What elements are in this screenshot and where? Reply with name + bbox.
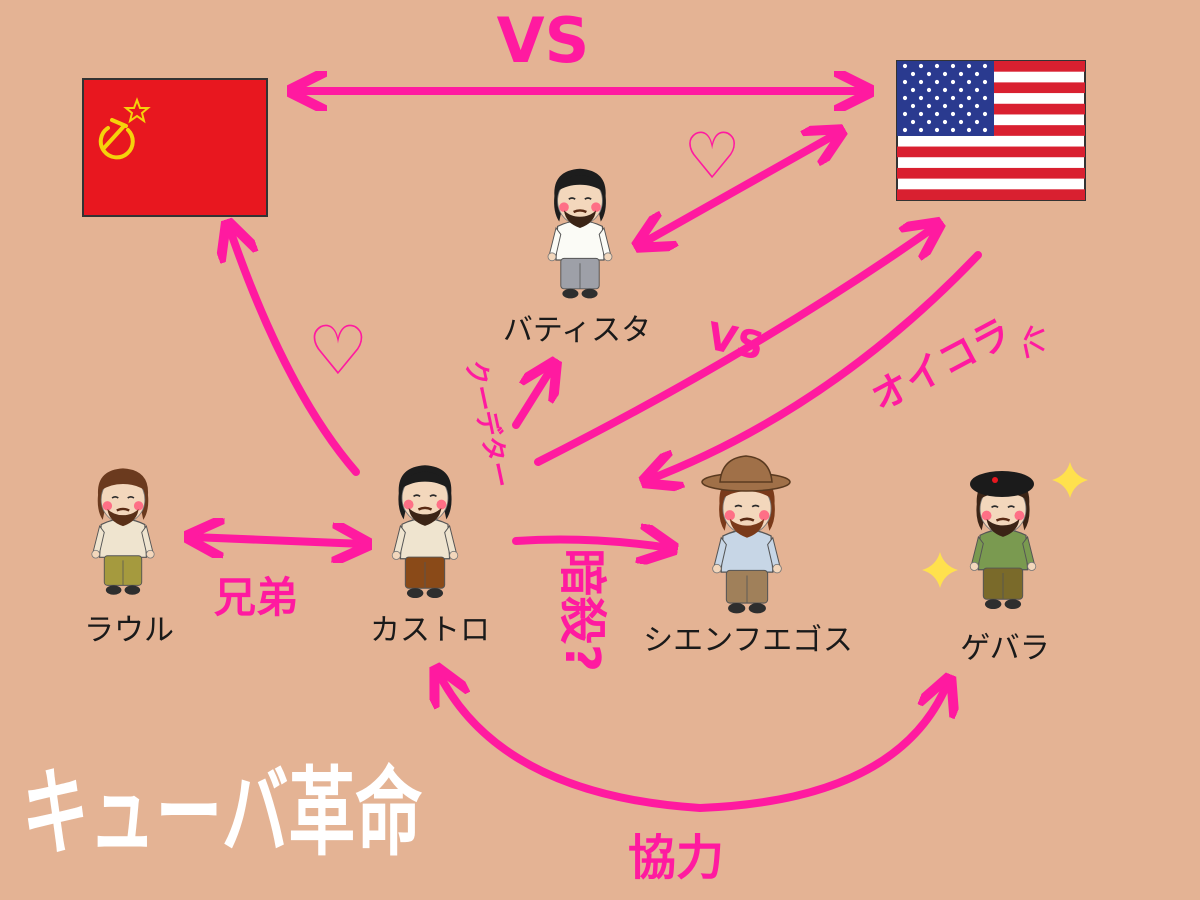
label-castro-batista: クーデター: [459, 357, 516, 491]
cienfuegos-figure-icon: [701, 455, 791, 615]
sparkle-icon: [922, 462, 1088, 588]
batista-figure-icon: [546, 167, 614, 300]
arrow-batista-usa: [641, 133, 838, 244]
arrow-castro-guevara: [438, 672, 948, 813]
label-guevara: ゲバラ: [960, 631, 1049, 666]
label-castro-usa: VS: [703, 314, 768, 369]
label-batista: バティスタ: [503, 313, 651, 348]
arrow-castro-usa: [534, 226, 936, 466]
label-cienfuegos: シエンフエゴス: [643, 623, 853, 658]
label-raul: ラウル: [84, 613, 174, 648]
diagram-title: キューバ革命: [22, 757, 422, 869]
label-batista-usa: ♡: [683, 120, 740, 194]
castro-figure-icon: [390, 463, 460, 600]
label-castro-ussr: ♡: [308, 312, 369, 391]
soviet-flag-icon: [82, 78, 268, 217]
arrow-castro-ussr: [229, 227, 360, 476]
label-usa-cienfuegos: オイコラ: [864, 310, 1019, 420]
label-castro: カストロ: [370, 613, 490, 648]
label-castro-cienfuegos: 暗殺?: [554, 548, 610, 672]
label-castro-guevara: 協力: [628, 830, 724, 886]
arrow-usa-cienfuegos: [648, 251, 982, 480]
arrow-castro-cienfuegos: [512, 540, 670, 548]
sparkle-mark-icon: [1023, 325, 1045, 359]
raul-figure-icon: [90, 467, 156, 597]
arrow-castro-batista: [512, 366, 553, 429]
guevara-figure-icon: [968, 471, 1038, 611]
us-flag-icon: [896, 60, 1086, 201]
label-ussr-usa: VS: [497, 4, 590, 77]
arrow-raul-castro: [192, 537, 364, 544]
label-raul-castro: 兄弟: [214, 573, 298, 622]
